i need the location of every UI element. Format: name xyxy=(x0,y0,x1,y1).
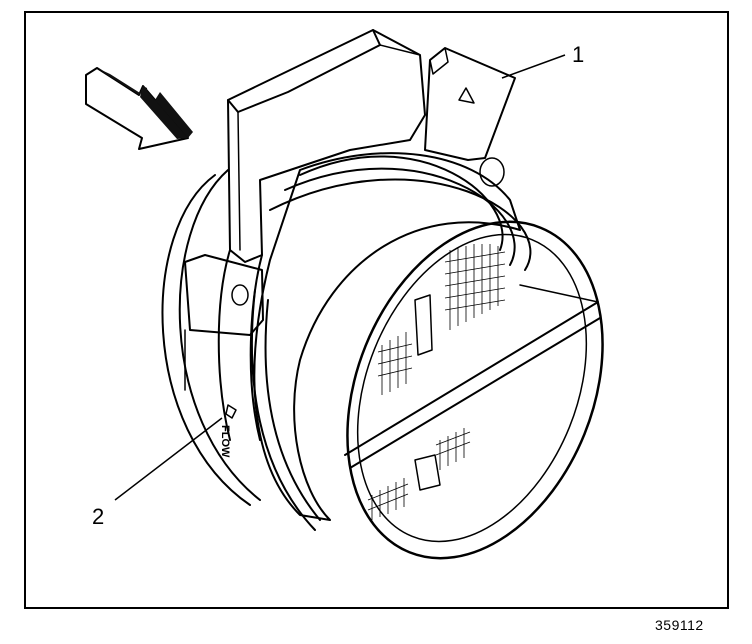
callout-1-leader xyxy=(501,54,566,79)
upper-screen-grid xyxy=(377,244,506,395)
callout-2: 2 xyxy=(92,417,223,529)
mass-air-flow-sensor-body xyxy=(161,152,532,531)
inlet-opening xyxy=(344,220,604,560)
sensor-housing xyxy=(184,29,426,336)
callout-1: 1 xyxy=(501,42,584,79)
figure-id: 359112 xyxy=(655,617,704,633)
flow-direction-marking: FLOW xyxy=(219,404,237,458)
lower-screen-grid xyxy=(367,428,471,520)
figure-frame xyxy=(24,11,729,609)
callout-1-number: 1 xyxy=(572,42,584,67)
airflow-direction-arrow xyxy=(85,67,193,150)
callout-2-leader xyxy=(114,417,223,501)
callout-2-number: 2 xyxy=(92,504,104,529)
flow-label: FLOW xyxy=(219,425,231,458)
electrical-connector xyxy=(424,47,516,187)
